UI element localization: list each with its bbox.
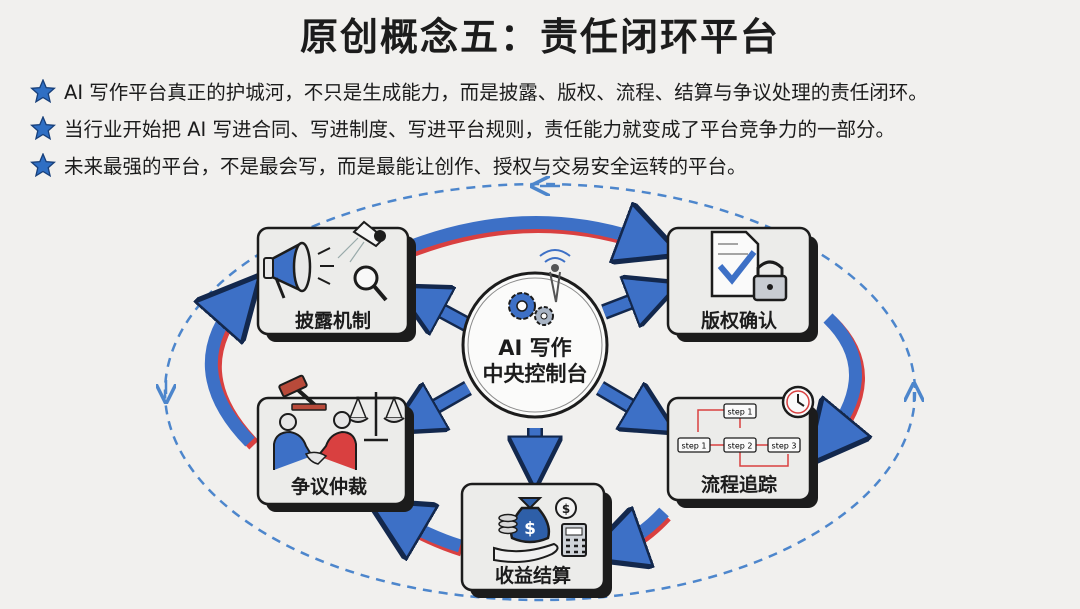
bullet-text: 未来最强的平台，不是最会写，而是最能让创作、授权与交易安全运转的平台。 — [64, 155, 747, 178]
scales-icon — [347, 392, 405, 442]
step-label: step 2 — [728, 442, 753, 451]
star-icon — [30, 152, 56, 177]
antenna-icon — [539, 249, 571, 303]
cycle-arrow-process-to-settlement — [612, 512, 671, 552]
bullet-list: AI 写作平台真正的护城河，不只是生成能力，而是披露、版权、流程、结算与争议处理… — [30, 72, 1070, 183]
node-label-disclosure: 披露机制 — [295, 309, 371, 332]
document-check-icon — [710, 230, 760, 298]
star-icon — [30, 115, 56, 140]
outer-dashed-loop — [165, 184, 915, 602]
bullet-item: 未来最强的平台，不是最会写，而是最能让创作、授权与交易安全运转的平台。 — [30, 146, 1070, 183]
magnifier-icon — [353, 265, 388, 302]
megaphone-icon — [263, 241, 334, 299]
step-box: step 1 — [723, 403, 757, 419]
star-icon — [30, 78, 56, 103]
hub-label-line2: 中央控制台 — [483, 362, 588, 386]
node-arbitration: 争议仲裁 — [256, 374, 414, 512]
node-label-process: 流程追踪 — [701, 473, 777, 496]
node-process: step 1 step 1 step 2 step 3 流程追踪 — [666, 385, 818, 508]
page-title: 原创概念五：责任闭环平台 — [299, 15, 780, 59]
spoke-to-process — [595, 381, 654, 420]
step-label: step 1 — [682, 442, 707, 451]
spotlight-icon — [337, 220, 386, 263]
cycle-arrow-settlement-to-arbitration — [394, 516, 464, 550]
node-copyright: 版权确认 — [666, 226, 818, 342]
spoke-to-arbitration — [412, 381, 472, 420]
clock-icon — [781, 385, 815, 419]
node-disclosure: 披露机制 — [256, 220, 416, 342]
step-box: step 2 — [723, 437, 757, 453]
node-label-settlement: 收益结算 — [495, 564, 571, 587]
bullet-item: AI 写作平台真正的护城河，不只是生成能力，而是披露、版权、流程、结算与争议处理… — [30, 72, 1070, 109]
bullet-text: AI 写作平台真正的护城河，不只是生成能力，而是披露、版权、流程、结算与争议处理… — [64, 81, 928, 104]
central-hub: AI 写作 中央控制台 — [461, 249, 609, 419]
node-label-arbitration: 争议仲裁 — [291, 475, 367, 498]
gears-icon — [508, 292, 554, 326]
svg-text:$: $ — [524, 519, 536, 539]
step-box: step 3 — [767, 437, 801, 453]
node-settlement: $ $ 收益结算 — [460, 482, 612, 598]
coins-icon: $ — [498, 497, 577, 535]
cycle-arrow-arbitration-to-disclosure — [211, 298, 254, 450]
cycle-arrow-disclosure-to-copyright — [409, 222, 654, 250]
hand-icon — [493, 542, 559, 563]
gavel-icon — [278, 374, 327, 411]
spoke-to-copyright — [601, 292, 656, 312]
spoke-to-disclosure — [418, 298, 472, 325]
step-box: step 1 — [677, 437, 711, 453]
cycle-arrow-copyright-to-process — [826, 313, 859, 445]
money-bag-icon: $ — [509, 497, 551, 544]
hub-label-line1: AI 写作 — [498, 336, 571, 360]
svg-text:$: $ — [562, 502, 570, 516]
handshake-icon — [273, 411, 357, 470]
bullet-text: 当行业开始把 AI 写进合同、写进制度、写进平台规则，责任能力就变成了平台竞争力… — [64, 118, 895, 141]
process-flowchart: step 1 step 1 step 2 step 3 — [677, 403, 801, 467]
node-label-copyright: 版权确认 — [701, 309, 777, 332]
bullet-item: 当行业开始把 AI 写进合同、写进制度、写进平台规则，责任能力就变成了平台竞争力… — [30, 109, 1070, 146]
step-label: step 3 — [772, 442, 797, 451]
calculator-icon — [561, 523, 587, 557]
padlock-icon — [752, 260, 788, 302]
step-label: step 1 — [728, 408, 753, 417]
